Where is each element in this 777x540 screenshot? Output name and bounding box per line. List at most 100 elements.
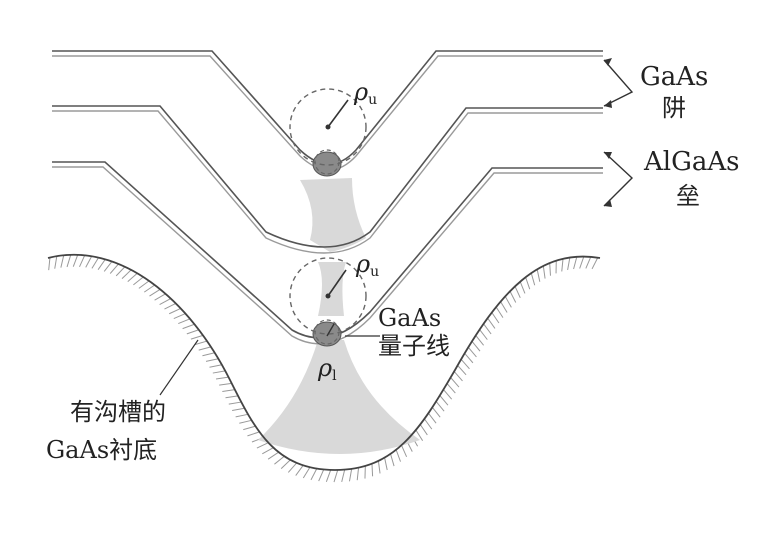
hatch-mark: [225, 395, 239, 399]
qwire-material-label: GaAs: [378, 304, 441, 332]
hatch-mark: [483, 323, 492, 335]
hatch-mark: [186, 329, 199, 335]
well-bracket-arrow-top: [604, 58, 612, 66]
barrier-bracket-arrow-top: [604, 152, 612, 159]
hatch-mark: [453, 371, 463, 382]
well-bracket: [603, 59, 634, 107]
substrate-label-line2: GaAs衬底: [46, 436, 157, 464]
hatch-mark: [219, 382, 232, 386]
hatch-mark: [325, 469, 332, 482]
radius-circle-wire-lower: [314, 319, 340, 345]
substrate-label-line1: 有沟槽的: [70, 398, 166, 426]
hatch-mark: [561, 258, 564, 272]
quantum-wire-lower: [312, 321, 342, 347]
algaas-barrier-label: AlGaAs: [643, 147, 739, 177]
gaas-well-label: GaAs: [640, 62, 708, 92]
hatch-mark: [467, 346, 477, 358]
hatch-mark: [384, 457, 388, 471]
hatch-mark: [310, 468, 318, 481]
hatch-mark: [243, 425, 256, 431]
hatch-mark: [202, 352, 215, 357]
hatch-mark: [491, 312, 500, 324]
hatch-mark: [274, 455, 285, 465]
radius-arrow-wire: [326, 323, 335, 337]
hatch-mark: [115, 266, 126, 277]
hatch-mark: [509, 291, 517, 303]
rho-upper-label: ρu: [353, 78, 377, 108]
layer-second-inner: [52, 110, 603, 254]
hatch-mark: [79, 255, 86, 268]
hatch-mark: [536, 269, 541, 282]
hatch-mark: [212, 370, 226, 374]
hatch-mark: [239, 419, 252, 424]
hatch-mark: [66, 254, 72, 268]
hatch-mark: [341, 469, 346, 483]
hatch-mark: [525, 277, 531, 290]
hatch-mark: [232, 407, 245, 412]
hatch-mark: [530, 272, 536, 286]
hatch-mark: [149, 288, 161, 297]
hatch-mark: [127, 272, 138, 282]
hatch-mark: [435, 401, 445, 412]
hatch-mark: [495, 306, 504, 318]
hatch-mark: [247, 431, 260, 437]
rho-upper2-label: ρu: [355, 250, 379, 280]
hatch-mark: [138, 280, 150, 289]
hatch-mark: [479, 329, 488, 340]
hatch-mark: [457, 365, 467, 376]
hatch-mark: [143, 284, 155, 293]
hatch-mark: [287, 462, 298, 473]
hatch-mark: [48, 257, 51, 271]
hatch-mark: [542, 265, 546, 279]
hatch-mark: [109, 263, 119, 274]
barrier-fill-lower: [258, 340, 420, 454]
hatch-mark: [348, 468, 353, 482]
radius-circle-wire-upper: [314, 149, 340, 175]
hatch-mark: [500, 301, 508, 313]
hatch-mark: [222, 389, 235, 392]
hatch-mark: [390, 453, 395, 467]
hatch-mark: [514, 286, 521, 299]
hatch-mark: [168, 307, 181, 315]
hatch-mark: [450, 377, 460, 388]
hatch-mark: [401, 445, 408, 457]
hatch-mark: [395, 449, 401, 462]
substrate-pointer-line: [159, 339, 199, 396]
hatch-mark: [460, 358, 470, 370]
qwire-label: 量子线: [378, 332, 450, 360]
hatch-mark: [475, 335, 485, 346]
hatch-mark: [178, 318, 191, 325]
rho-lower-label: ρl: [317, 354, 337, 384]
hatch-mark: [573, 256, 578, 270]
barrier-label: 垒: [676, 182, 700, 210]
hatch-mark: [60, 255, 65, 268]
hatch-mark: [371, 463, 374, 477]
hatch-mark: [198, 346, 212, 351]
hatch-mark: [280, 459, 291, 469]
hatch-mark: [443, 389, 453, 400]
hatch-mark: [235, 413, 249, 418]
barrier-fill-upper: [300, 178, 366, 252]
radius-center-lower: [325, 293, 331, 299]
radius-circle-upper: [289, 88, 367, 166]
hatch-mark: [464, 352, 474, 364]
hatch-mark: [471, 341, 481, 352]
hatch-mark: [549, 263, 551, 276]
hatch-mark: [579, 256, 585, 269]
hatch-mark: [133, 276, 144, 286]
hatch-mark: [209, 364, 222, 368]
hatch-mark: [431, 407, 441, 418]
hatch-mark: [591, 257, 599, 270]
hatch-mark: [164, 302, 177, 310]
hatch-mark: [194, 340, 208, 346]
hatch-mark: [205, 358, 219, 362]
hatch-mark: [302, 466, 311, 479]
hatch-mark: [423, 418, 433, 430]
hatch-mark: [295, 465, 304, 476]
hatch-mark: [318, 469, 325, 482]
hatch-mark: [256, 442, 269, 449]
quantum-wire-upper: [312, 151, 342, 177]
hatch-mark: [182, 323, 195, 330]
hatch-mark: [103, 261, 113, 272]
barrier-bracket: [603, 151, 634, 207]
